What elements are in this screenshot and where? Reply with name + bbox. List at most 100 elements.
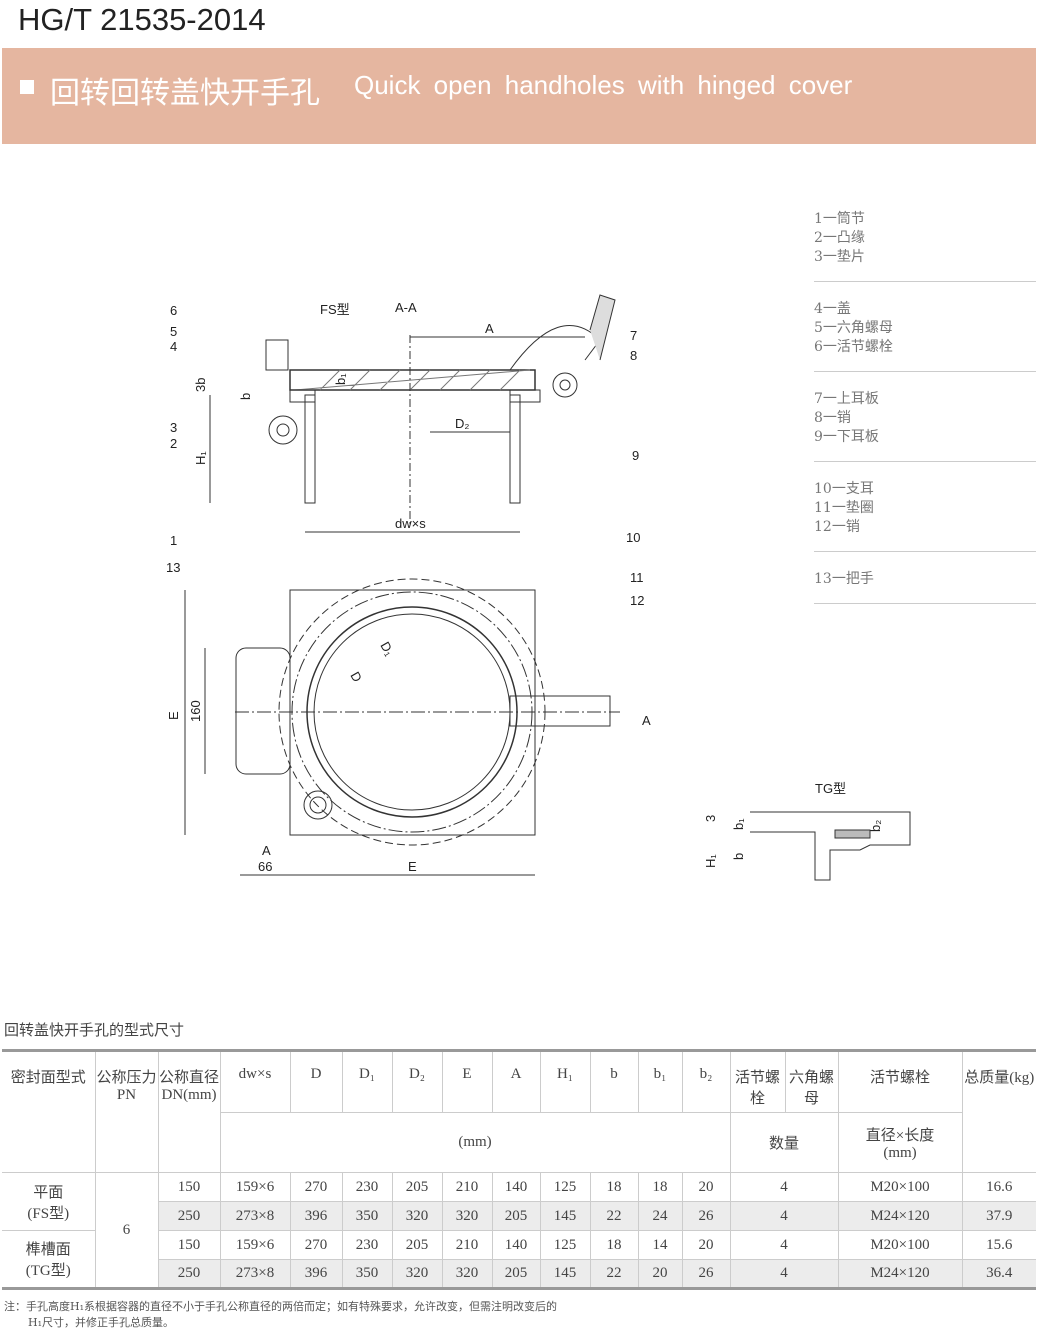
cell: 15.6: [961, 1230, 1036, 1260]
svg-text:b: b: [238, 393, 253, 400]
header-bolt-spec: 活节螺栓: [837, 1050, 963, 1113]
cell: 230: [341, 1172, 393, 1202]
header-col: b: [589, 1050, 639, 1113]
svg-text:b: b: [731, 853, 746, 860]
svg-text:160: 160: [188, 700, 203, 722]
header-bolt: 活节螺栓: [729, 1050, 786, 1113]
cell: 210: [441, 1172, 493, 1202]
header-col: D: [289, 1050, 343, 1113]
cell: 150: [157, 1172, 221, 1202]
callout-11: 11: [630, 570, 644, 585]
cell: 210: [441, 1230, 493, 1260]
svg-text:b₁: b₁: [333, 373, 348, 385]
seal-name: 平面: [33, 1184, 64, 1201]
dimension-table: 密封面型式 公称压力PN 公称直径DN(mm) dw×s D D₁ D₂ E A…: [2, 1049, 1036, 1290]
svg-text:E: E: [408, 859, 417, 874]
footnote: 注：手孔高度H₁系根据容器的直径不小于手孔公称直径的两倍而定；如有特殊要求，允许…: [4, 1299, 557, 1331]
legend-item: 6一活节螺栓: [814, 339, 893, 355]
cell: 250: [158, 1201, 221, 1231]
cell: 250: [158, 1259, 221, 1289]
cell: 140: [491, 1230, 541, 1260]
cell: 150: [157, 1230, 221, 1260]
cell: 16.6: [961, 1172, 1036, 1202]
cell: 4: [729, 1172, 839, 1202]
cell: 125: [539, 1172, 591, 1202]
bolt: [265, 339, 289, 371]
dia-len-label: 直径×长度: [865, 1127, 935, 1144]
callout-3: 3: [170, 420, 177, 435]
cell: 205: [491, 1201, 541, 1231]
callout-7: 7: [630, 328, 637, 343]
svg-text:66: 66: [258, 859, 272, 874]
nozzle-right: [509, 394, 521, 504]
title-banner: 回转回转盖快开手孔 Quick open handholes with hing…: [2, 48, 1036, 144]
legend-item: 10一支耳: [814, 481, 874, 497]
svg-text:3b: 3b: [193, 378, 208, 392]
legend-item: 13一把手: [814, 571, 874, 587]
header-col: b₂: [681, 1050, 731, 1113]
cell: 36.4: [961, 1259, 1036, 1289]
handle: [235, 647, 291, 775]
cell: 270: [289, 1172, 343, 1202]
cell: 24: [637, 1201, 683, 1231]
svg-text:H₁: H₁: [703, 854, 718, 868]
cell: 18: [637, 1172, 683, 1202]
cell: 26: [681, 1259, 731, 1289]
legend-item: 7一上耳板: [814, 391, 879, 407]
note-line: 注：手孔高度H₁系根据容器的直径不小于手孔公称直径的两倍而定；如有特殊要求，允许…: [4, 1300, 557, 1313]
legend-group: 1一筒节 2一凸缘 3一垫片: [814, 210, 1036, 282]
cell: 125: [539, 1230, 591, 1260]
cell: 145: [539, 1259, 591, 1289]
svg-text:D₂: D₂: [455, 416, 469, 431]
section-label: A-A: [395, 300, 417, 315]
cell: 205: [491, 1259, 541, 1289]
header-col: b₁: [637, 1050, 683, 1113]
legend-item: 3一垫片: [814, 249, 865, 265]
cell: 350: [341, 1201, 393, 1231]
seal-type: 榫槽面(TG型): [2, 1230, 96, 1289]
legend-item: 5一六角螺母: [814, 320, 893, 336]
legend-item: 11一垫圈: [814, 500, 874, 516]
callout-13: 13: [166, 560, 180, 575]
header-pn: 公称压力PN: [94, 1050, 159, 1173]
cell: M24×120: [837, 1259, 963, 1289]
callout-2: 2: [170, 436, 177, 451]
seal-code: (FS型): [27, 1205, 70, 1222]
legend-group: 7一上耳板 8一销 9一下耳板: [814, 390, 1036, 462]
svg-text:D: D: [347, 669, 365, 685]
callout-8: 8: [630, 348, 637, 363]
cell: 22: [589, 1201, 639, 1231]
cell: M24×120: [837, 1201, 963, 1231]
legend-item: 9一下耳板: [814, 429, 879, 445]
callout-6: 6: [170, 303, 177, 318]
cell: 350: [341, 1259, 393, 1289]
technical-drawing: FS型 A-A A D₂ dw×s H₁ 3b b b₁ E 160 E66 D…: [166, 294, 911, 881]
header-col: D₁: [341, 1050, 393, 1113]
cell: 26: [681, 1201, 731, 1231]
cell: 396: [289, 1201, 343, 1231]
cell: 159×6: [219, 1172, 291, 1202]
callout-4: 4: [170, 339, 177, 354]
svg-text:b₁: b₁: [731, 818, 746, 830]
legend-item: 2一凸缘: [814, 230, 865, 246]
note-line: H₁尺寸，并修正手孔总质量。: [28, 1316, 175, 1329]
legend-item: 8一销: [814, 410, 851, 426]
cell: 320: [441, 1201, 493, 1231]
cell: M20×100: [837, 1230, 963, 1260]
callout-12: 12: [630, 593, 644, 608]
legend-item: 1一筒节: [814, 211, 865, 227]
svg-text:A: A: [262, 843, 271, 858]
cell: 4: [729, 1259, 839, 1289]
cell: 396: [289, 1259, 343, 1289]
bullet-icon: [20, 80, 34, 94]
header-dn: 公称直径DN(mm): [157, 1050, 221, 1173]
cell: 273×8: [219, 1201, 291, 1231]
cell: 270: [289, 1230, 343, 1260]
header-col: D₂: [391, 1050, 443, 1113]
header-nut: 六角螺母: [784, 1050, 839, 1113]
dia-unit-label: (mm): [883, 1144, 917, 1161]
